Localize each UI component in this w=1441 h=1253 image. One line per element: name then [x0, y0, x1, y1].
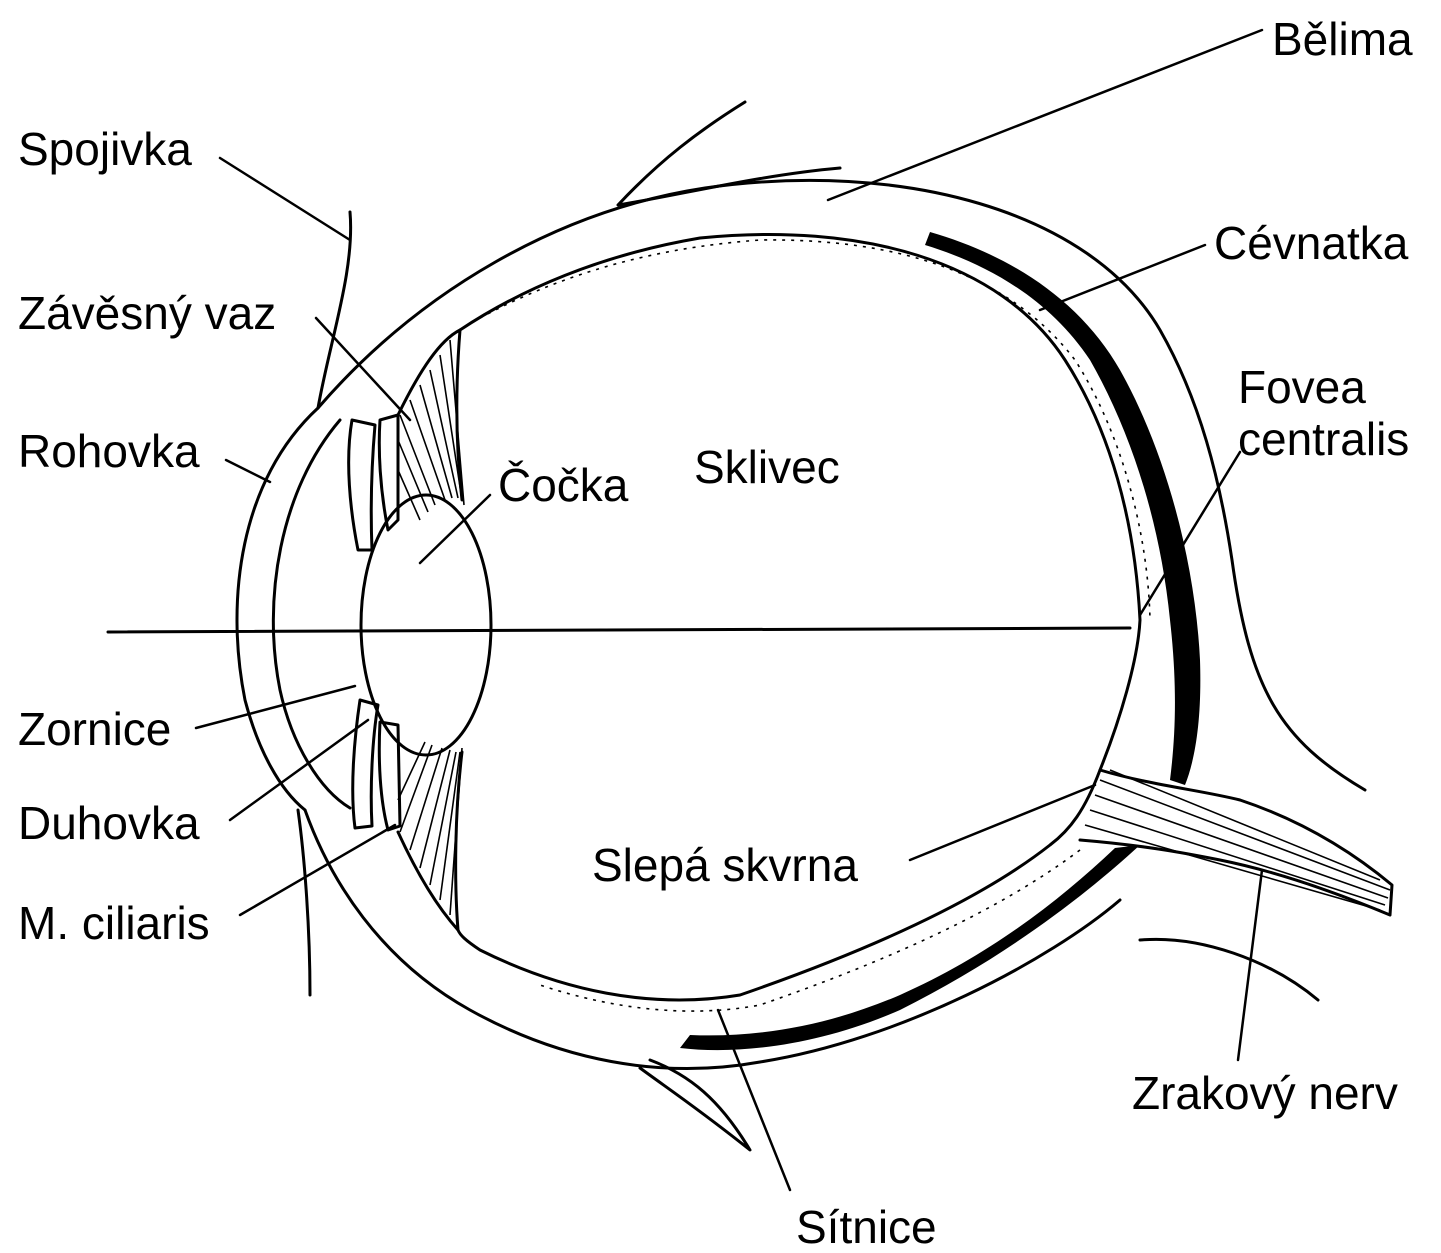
upper-fold: [618, 102, 840, 205]
zonular-fibers-lower: [398, 742, 462, 915]
lens: [361, 495, 491, 755]
sclera-outer-upper: [318, 180, 1365, 790]
label-spojivka: Spojivka: [18, 126, 192, 172]
label-slepa-skvrna: Slepá skvrna: [592, 842, 858, 888]
label-zavesny-vaz: Závěsný vaz: [18, 290, 276, 336]
label-cevnatka: Cévnatka: [1214, 220, 1408, 266]
choroid: [925, 232, 1200, 785]
label-sklivec: Sklivec: [694, 444, 840, 490]
cornea-inner: [273, 420, 350, 808]
label-belima: Bělima: [1272, 16, 1413, 62]
iris-lower: [353, 700, 378, 828]
leader-spojivka: [220, 158, 350, 240]
label-sitnice: Sítnice: [796, 1204, 937, 1250]
orbit-lower: [1140, 939, 1318, 1000]
ciliary-lower: [379, 722, 400, 830]
optic-nerve-fibers: [1085, 770, 1390, 910]
label-duhovka: Duhovka: [18, 800, 200, 846]
leader-zornice: [196, 686, 355, 728]
leader-slepa-skvrna: [910, 785, 1095, 860]
label-zrakovy-nerv: Zrakový nerv: [1132, 1070, 1398, 1116]
leader-belima: [828, 30, 1262, 200]
leader-zavesny-vaz: [316, 318, 410, 420]
label-fovea-centralis: centralis: [1238, 416, 1409, 462]
conjunctiva-lower: [298, 810, 310, 995]
label-zornice: Zornice: [18, 706, 171, 752]
label-cocka: Čočka: [498, 462, 628, 508]
leader-rohovka: [226, 460, 270, 482]
leader-zrakovy-nerv: [1238, 870, 1262, 1060]
label-fovea: Fovea: [1238, 364, 1366, 410]
cornea-outer: [237, 408, 318, 810]
lower-fold: [640, 1060, 750, 1150]
label-m-ciliaris: M. ciliaris: [18, 900, 210, 946]
ciliary-upper: [379, 415, 398, 530]
optic-nerve: [1080, 770, 1392, 915]
optical-axis: [108, 628, 1130, 632]
label-rohovka: Rohovka: [18, 428, 200, 474]
zonular-fibers-upper: [398, 340, 464, 520]
leader-cevnatka: [1040, 245, 1205, 310]
retina-hatching: [480, 240, 1150, 1011]
iris-upper: [349, 420, 375, 550]
